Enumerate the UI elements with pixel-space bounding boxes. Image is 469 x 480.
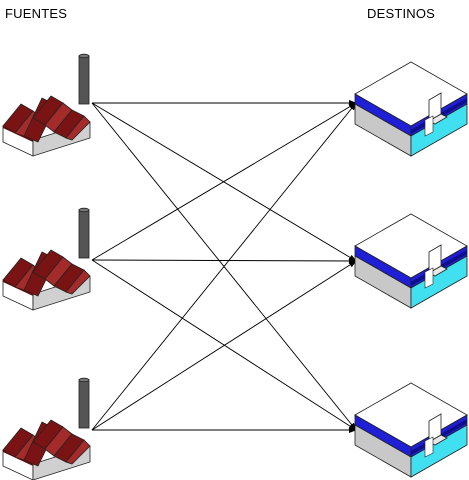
- connections-layer: [91, 100, 357, 433]
- destinations-layer: [354, 61, 468, 478]
- destination-1-warehouse-icon: [354, 61, 468, 157]
- source-2-factory-icon: [2, 207, 91, 311]
- arrow-source-2-to-destination-1: [91, 102, 357, 261]
- destination-3-warehouse-icon: [354, 382, 468, 478]
- sources-header: FUENTES: [5, 6, 68, 21]
- sources-layer: [2, 53, 91, 480]
- arrow-source-3-to-destination-1: [91, 102, 357, 431]
- arrow-source-2-to-destination-2: [91, 257, 357, 264]
- source-1-factory-icon: [2, 53, 91, 157]
- arrow-source-3-to-destination-2: [91, 260, 357, 431]
- destinations-header: DESTINOS: [367, 6, 436, 21]
- source-3-factory-icon: [2, 377, 91, 480]
- destination-2-warehouse-icon: [354, 213, 468, 309]
